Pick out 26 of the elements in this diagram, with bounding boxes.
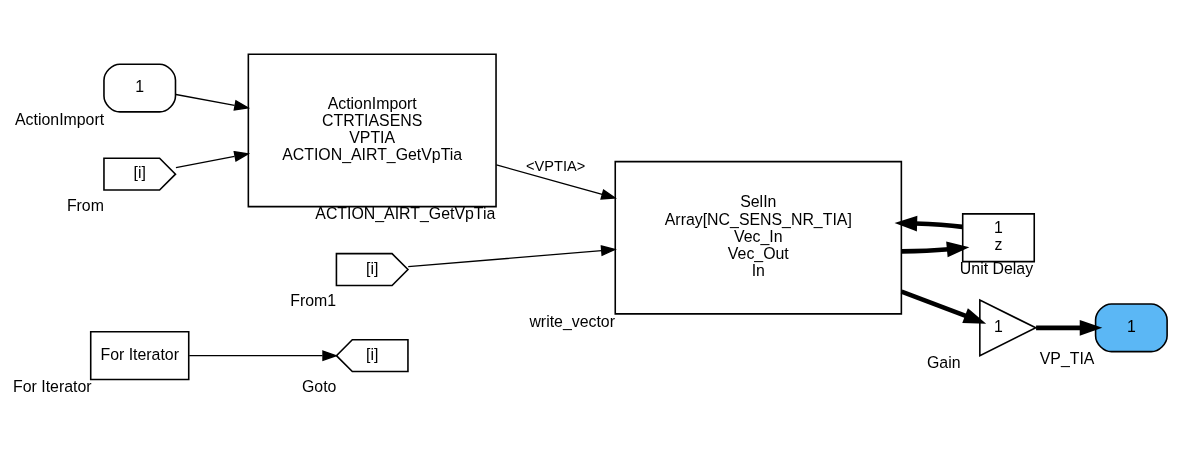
node-box: 1 z [961,213,1036,263]
arrow [188,350,339,362]
arrow [894,215,963,232]
node-label: ActionImport [15,110,105,128]
node-label: Gain [926,354,961,372]
arrow [175,93,251,111]
node-label: From1 [290,292,337,310]
node-label: VP_TIA [1039,350,1095,368]
node-box: ActionImport CTRTIASENS VPTIA ACTION_AIRT_GetVpTia [247,53,497,208]
node-box: SelIn Array[NC_SENS_NR_TIA] Vec_In Vec_Out In [614,160,903,315]
arrow [900,289,987,324]
arrow [1036,319,1103,336]
node-label: From [66,196,104,214]
arrow [175,150,251,169]
edge-label: <VPTIA> [526,158,586,175]
node-box: 1 [103,63,177,113]
arrow [407,245,617,268]
node-label: write_vector [529,312,615,330]
node-label: Unit Delay [959,260,1034,278]
arrow [901,241,970,258]
arrow [495,164,617,200]
node-label: ACTION_AIRT_GetVpTia [315,205,496,223]
node-box: 1 [1094,303,1168,353]
node-box: For Iterator [89,331,190,381]
node-label: Goto [302,378,337,396]
node-label: For Iterator [13,378,92,396]
